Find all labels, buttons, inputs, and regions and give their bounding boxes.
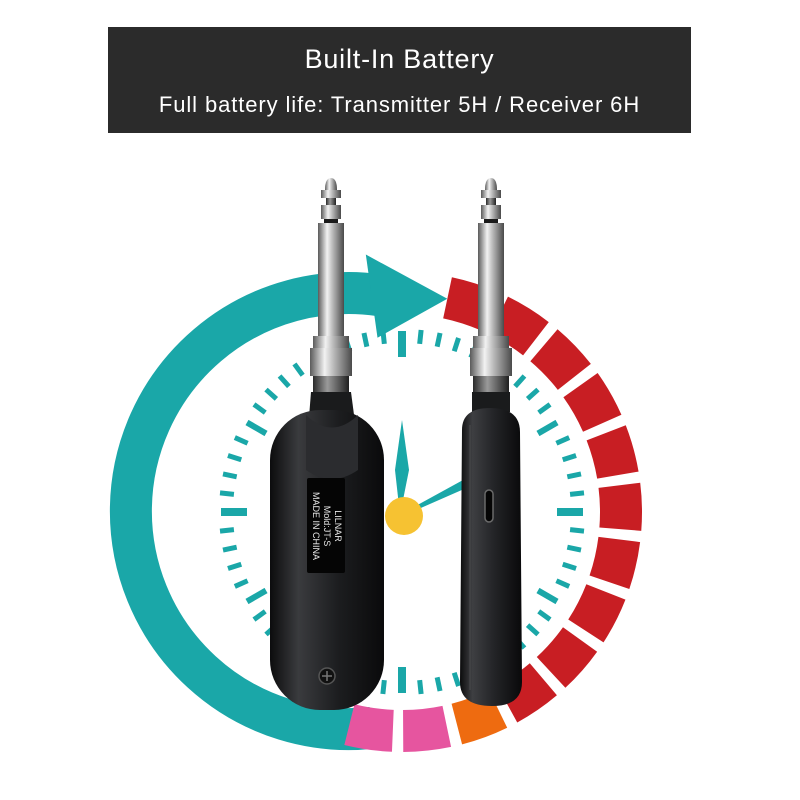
battery-segment [586,425,639,479]
clock-minute-tick [277,374,291,389]
battery-segment [568,584,626,643]
clock-minute-tick [525,623,540,637]
clock-minute-tick [569,527,585,534]
clock-minute-tick [361,332,370,348]
clock-minute-tick [555,435,571,446]
clock-minute-tick [513,374,527,389]
clock-hour-tick [557,508,583,516]
clock-minute-tick [417,329,424,345]
battery-segment [536,627,598,688]
clock-minute-tick [252,609,267,622]
clock-minute-tick [434,676,443,692]
transmitter-device: LILNAR Mold:JT-S MADE IN CHINA [270,178,384,710]
title-banner: Built-In Battery Full battery life: Tran… [108,27,691,133]
usb-c-port-icon [484,489,494,523]
clock-hands [385,420,480,535]
clock-hour-tick [398,667,406,693]
clock-hour-tick [398,331,406,357]
clock-minute-tick [380,679,387,695]
clock-minute-tick [434,332,443,348]
banner-subtitle: Full battery life: Transmitter 5H / Rece… [158,92,641,117]
transmitter-label-line-2: Mold:JT-S [322,506,332,547]
receiver-body [460,408,522,706]
circular-arrow-icon [109,254,448,751]
clock-minute-tick [292,362,305,377]
screw-icon [318,667,336,685]
clock-minute-tick [537,402,552,415]
battery-segment [598,482,643,531]
clock-hour-tick [245,419,268,437]
clock-minute-tick [451,671,461,687]
clock-minute-tick [566,544,582,553]
clock-minute-tick [219,490,235,497]
banner-title: Built-In Battery [304,44,495,74]
clock-minute-tick [537,609,552,622]
clock-hour-tick [536,419,559,437]
clock-minute-tick [252,402,267,415]
battery-segment [530,329,591,390]
clock-minute-tick [222,544,238,553]
transmitter-label-line-1: LILNAR [333,510,343,542]
receiver-device [460,178,522,706]
clock-hour-tick [221,508,247,516]
clock-minute-tick [561,453,577,463]
clock-minute-tick [417,679,424,695]
clock-minute-tick [525,387,540,401]
clock-hour-tick [245,587,268,605]
clock-minute-tick [264,387,279,401]
battery-segment [563,372,622,432]
battery-segment [344,704,394,752]
clock-hour-tick [536,587,559,605]
transmitter-label-panel [307,478,345,573]
clock-minute-tick [561,561,577,571]
clock-minute-tick [233,435,249,446]
battery-segment [403,705,452,752]
clock-minute-tick [569,490,585,497]
battery-segment [589,536,641,589]
clock-minute-tick [227,453,243,463]
clock-minute-tick [451,337,461,353]
clock-minute-tick [233,578,249,589]
clock-minute-tick [566,471,582,480]
clock-minute-tick [219,527,235,534]
clock-minute-tick [555,578,571,589]
transmitter-label-line-3: MADE IN CHINA [311,492,321,560]
hub-circle [385,497,423,535]
clock-minute-tick [380,329,387,345]
clock-minute-tick [222,471,238,480]
clock-minute-tick [227,561,243,571]
